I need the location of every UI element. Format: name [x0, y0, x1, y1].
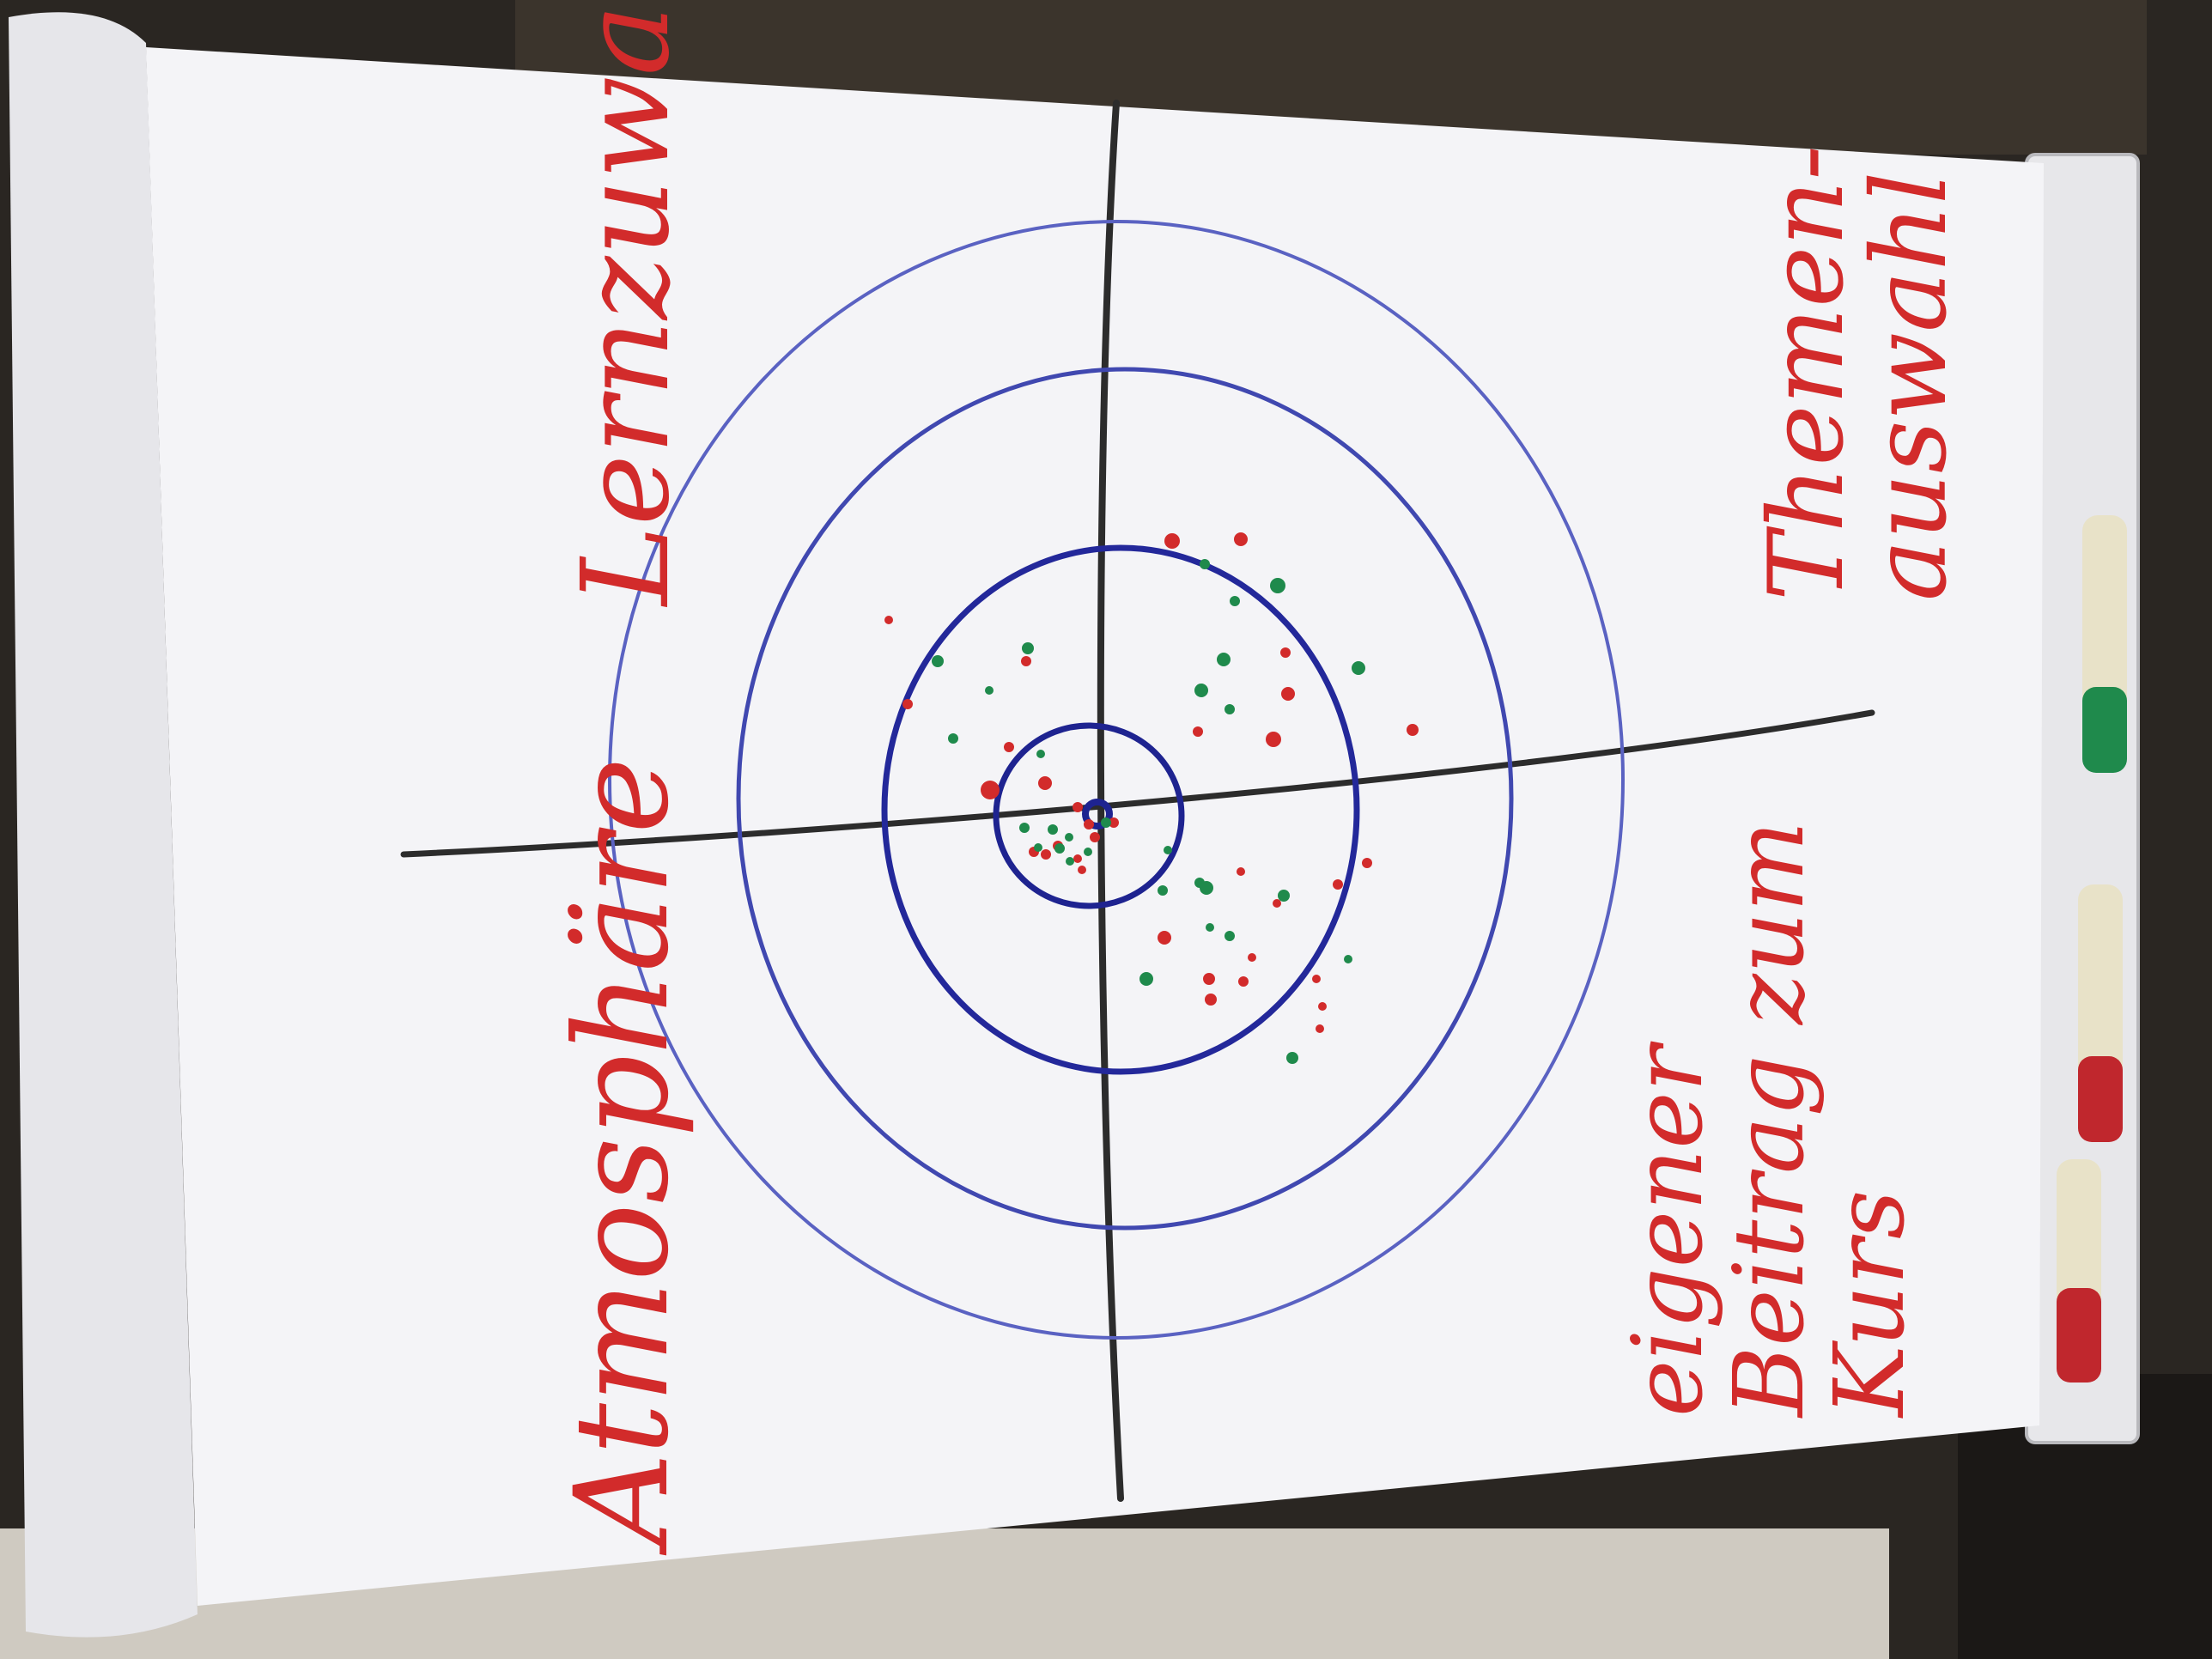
red-dot — [1333, 879, 1343, 890]
label-atmosphaere: Atmosphäre — [548, 757, 697, 1546]
red-dot — [1273, 899, 1281, 908]
red-dot — [1266, 732, 1281, 747]
green-dot — [985, 686, 994, 695]
ring-outer — [608, 220, 1625, 1340]
red-dot — [1203, 973, 1215, 985]
green-dot — [1101, 817, 1111, 828]
red-dot — [1318, 1002, 1327, 1011]
green-dot — [1270, 578, 1285, 593]
green-dot — [1224, 704, 1235, 714]
green-dot — [932, 655, 944, 667]
green-dot — [1286, 1052, 1298, 1064]
label-eigener-beitrag-line1: eigener — [1613, 1045, 1724, 1417]
marker-red-2-cap — [2057, 1288, 2101, 1382]
green-dot — [1022, 642, 1034, 654]
dots-group — [884, 532, 1419, 1064]
label-eigener-beitrag-line3: Kurs — [1814, 1189, 1927, 1417]
axis-horizontal — [400, 709, 1875, 858]
green-dot — [1158, 885, 1168, 896]
ring-inner — [993, 722, 1185, 909]
label-eigener-beitrag-line2: Beitrag zum — [1713, 820, 1826, 1417]
red-dot — [1158, 931, 1171, 945]
green-dot — [1278, 890, 1290, 902]
red-dot — [1280, 647, 1291, 658]
axis-vertical — [1097, 100, 1124, 1502]
green-dot — [1194, 684, 1208, 697]
red-dot — [1073, 854, 1082, 863]
paper-curl — [9, 12, 198, 1638]
red-dot — [1021, 656, 1031, 666]
green-dot — [1066, 857, 1074, 866]
green-dot — [1048, 824, 1058, 835]
red-dot — [1038, 776, 1052, 790]
red-dot — [981, 781, 1000, 799]
red-dot — [1073, 802, 1083, 812]
green-dot — [1344, 955, 1352, 963]
green-dot — [1034, 843, 1042, 852]
green-dot — [1065, 833, 1073, 842]
red-dot — [1164, 533, 1180, 549]
label-lernzuwachs: Lernzuwachs — [556, 0, 696, 605]
red-dot — [1090, 832, 1100, 842]
red-dot — [1281, 687, 1295, 701]
red-dot — [1407, 724, 1419, 736]
green-dot — [948, 733, 958, 744]
green-dot — [1139, 972, 1153, 986]
red-dot — [1193, 726, 1203, 737]
green-dot — [1054, 843, 1065, 854]
red-dot — [1084, 819, 1094, 830]
green-dot — [1352, 661, 1365, 675]
red-dot — [1078, 866, 1086, 874]
marker-red-1-cap — [2078, 1056, 2123, 1142]
red-dot — [1316, 1024, 1324, 1033]
green-dot — [1200, 559, 1210, 569]
red-dot — [1041, 849, 1051, 860]
red-dot — [1109, 817, 1119, 828]
green-dot — [1164, 846, 1172, 854]
bullseye-center — [1082, 799, 1113, 830]
red-dot — [1234, 532, 1248, 546]
marker-green-cap — [2082, 687, 2127, 773]
red-dot — [1312, 975, 1321, 983]
red-dot — [1205, 994, 1217, 1006]
label-themenauswahl: Themen- auswahl — [1747, 145, 1970, 601]
label-themenauswahl-line2: auswahl — [1850, 171, 1970, 601]
ring-third — [736, 367, 1514, 1231]
red-dot — [1237, 867, 1245, 876]
red-dot — [1238, 976, 1249, 987]
green-dot — [1084, 848, 1092, 856]
red-dot — [1248, 953, 1256, 962]
red-dot — [902, 699, 913, 709]
red-dot — [1004, 742, 1014, 752]
green-dot — [1036, 750, 1045, 758]
green-dot — [1230, 596, 1240, 606]
label-eigener-beitrag: eigener Beitrag zum Kurs — [1613, 820, 1927, 1417]
green-dot — [1019, 823, 1030, 833]
green-dot — [1206, 923, 1214, 932]
ring-second — [881, 544, 1360, 1075]
red-dot — [1362, 858, 1372, 868]
green-dot — [1224, 931, 1235, 941]
green-dot — [1200, 881, 1213, 895]
label-themenauswahl-line1: Themen- — [1747, 145, 1867, 601]
red-dot — [884, 616, 893, 624]
green-dot — [1217, 653, 1231, 666]
